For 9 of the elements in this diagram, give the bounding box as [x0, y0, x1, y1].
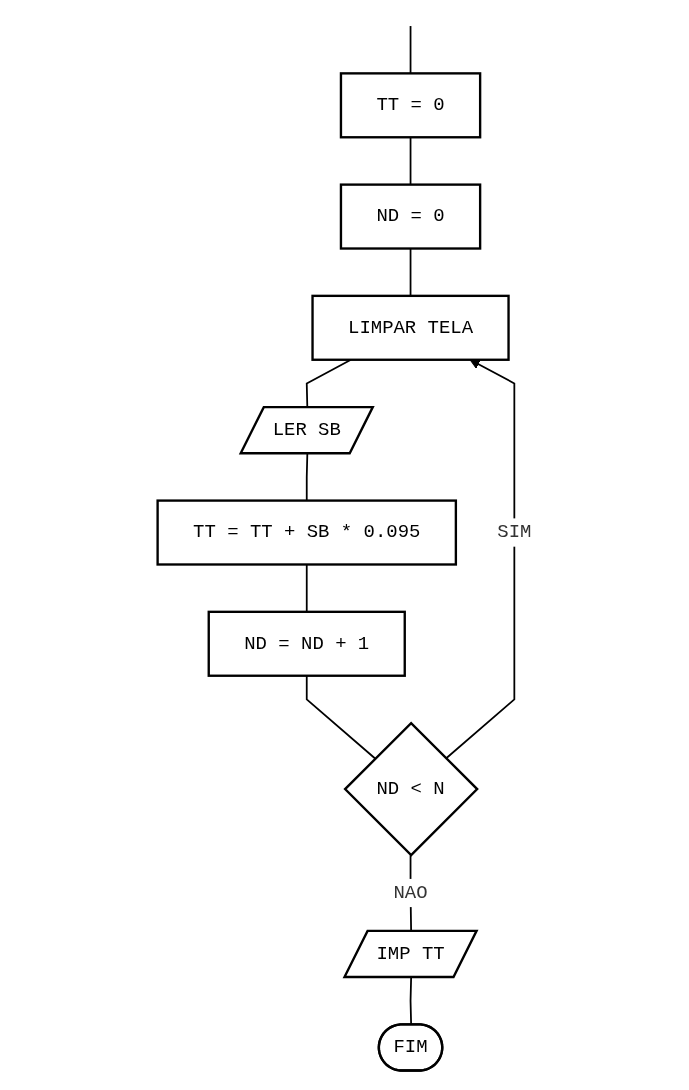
edge-label: NAO — [393, 882, 428, 904]
node-box: TT = TT + SB * 0.095 — [156, 499, 458, 566]
node-box: TT = 0 — [339, 72, 482, 139]
node-box: LIMPAR TELA — [311, 294, 510, 361]
edge-label: SIM — [497, 521, 532, 544]
node-box: ND = 0 — [339, 183, 482, 250]
node-box: ND = ND + 1 — [207, 610, 406, 677]
node-diamond: ND < N — [343, 721, 479, 857]
arrow — [445, 359, 516, 760]
